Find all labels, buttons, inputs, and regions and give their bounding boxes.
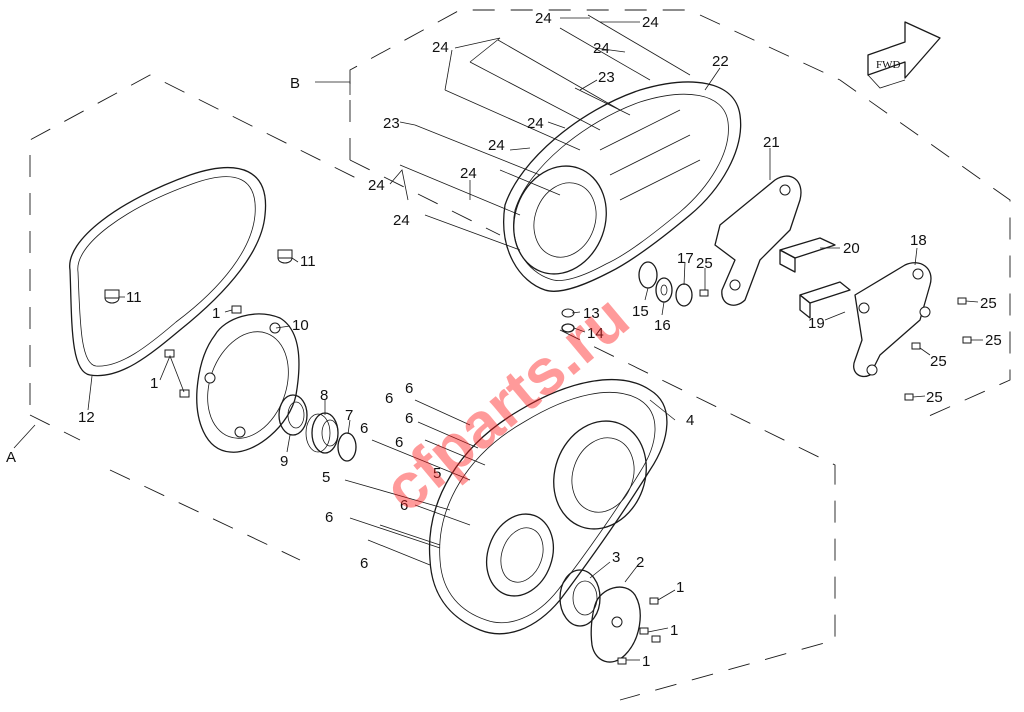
mounting-bracket — [714, 175, 802, 306]
callout-6: 6 — [400, 497, 408, 514]
callout-13: 13 — [583, 305, 600, 322]
rubber-pad-lower — [799, 281, 851, 319]
callout-25: 25 — [926, 389, 943, 406]
callout-9: 9 — [280, 453, 288, 470]
callout-12: 12 — [78, 409, 95, 426]
callout-1: 1 — [150, 375, 158, 392]
callout-25: 25 — [696, 255, 713, 272]
callout-1: 1 — [670, 622, 678, 639]
reference-frames — [13, 9, 1011, 701]
callout-6: 6 — [395, 434, 403, 451]
bearing-small — [305, 412, 339, 454]
callout-19: 19 — [808, 315, 825, 332]
leader-lines — [87, 17, 983, 661]
circlip — [337, 432, 357, 462]
callout-24: 24 — [593, 40, 610, 57]
callout-6: 6 — [405, 410, 413, 427]
dowel-pin-upper — [277, 249, 293, 264]
callout-24: 24 — [393, 212, 410, 229]
callout-25: 25 — [980, 295, 997, 312]
callout-6: 6 — [405, 380, 413, 397]
guard-plate — [853, 262, 932, 378]
callout-11: 11 — [126, 289, 142, 306]
callout-6: 6 — [360, 420, 368, 437]
section-label-b: B — [290, 75, 300, 92]
outer-cover-upper — [503, 81, 742, 292]
callout-24: 24 — [368, 177, 385, 194]
callout-3: 3 — [612, 549, 620, 566]
callout-8: 8 — [320, 387, 328, 404]
callout-25: 25 — [985, 332, 1002, 349]
callout-24: 24 — [642, 14, 659, 31]
retainer-plate — [590, 586, 641, 663]
callout-6: 6 — [385, 390, 393, 407]
cover-bolts-upper — [399, 14, 691, 251]
callout-25: 25 — [930, 353, 947, 370]
callout-18: 18 — [910, 232, 927, 249]
callout-24: 24 — [535, 10, 552, 27]
callout-6: 6 — [360, 555, 368, 572]
callout-17: 17 — [677, 250, 694, 267]
inner-cover-lower — [428, 379, 668, 635]
callout-24: 24 — [527, 115, 544, 132]
callout-22: 22 — [712, 53, 729, 70]
callout-4: 4 — [686, 412, 694, 429]
callout-20: 20 — [843, 240, 860, 257]
bearing-large — [559, 569, 601, 627]
callouts: 24 24 24 24 22 23 23 24 24 24 24 24 21 2… — [78, 10, 1002, 670]
callout-10: 10 — [292, 317, 309, 334]
callout-14: 14 — [587, 325, 604, 342]
callout-1: 1 — [676, 579, 684, 596]
callout-7: 7 — [345, 407, 353, 424]
callout-5: 5 — [433, 465, 441, 482]
fwd-arrow-icon: FWD — [867, 21, 941, 89]
dowel-pin-lower — [104, 289, 120, 304]
callout-23: 23 — [598, 69, 615, 86]
callout-1: 1 — [642, 653, 650, 670]
callout-23: 23 — [383, 115, 400, 132]
bolt-set-left — [164, 305, 242, 398]
callout-2: 2 — [636, 554, 644, 571]
cover-bolts-lower — [344, 399, 486, 566]
callout-24: 24 — [460, 165, 477, 182]
washer-17 — [675, 283, 693, 307]
callout-24: 24 — [488, 137, 505, 154]
callout-11: 11 — [300, 253, 316, 270]
section-label-a: A — [6, 449, 16, 466]
callout-16: 16 — [654, 317, 671, 334]
callout-15: 15 — [632, 303, 649, 320]
bolt-set-right — [699, 289, 972, 401]
seal-15 — [638, 261, 658, 289]
cover-gasket — [69, 167, 267, 377]
watermark-text: cfparts.ru — [370, 281, 642, 526]
callout-21: 21 — [763, 134, 780, 151]
callout-5: 5 — [322, 469, 330, 486]
callout-1: 1 — [212, 305, 220, 322]
fwd-label: FWD — [876, 59, 901, 71]
washer-16 — [655, 277, 673, 303]
oil-seal — [278, 394, 308, 436]
rubber-pad-upper — [779, 237, 836, 273]
bearing-cover-plate — [196, 313, 300, 453]
bolt-set-lower-right — [617, 597, 661, 665]
callout-24: 24 — [432, 39, 449, 56]
callout-6: 6 — [325, 509, 333, 526]
